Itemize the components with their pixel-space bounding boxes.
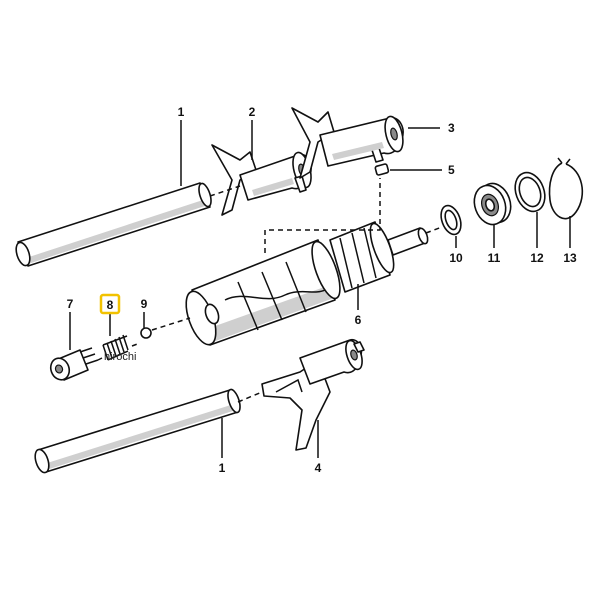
callout-10: 10 [449,251,463,265]
callout-1-upper: 1 [178,105,185,119]
callout-7: 7 [67,297,74,311]
callout-2: 2 [249,105,256,119]
shift-fork-2 [211,144,312,216]
roller-5 [374,163,390,176]
callout-labels: 1 2 3 5 6 7 8 9 10 11 12 13 1 4 [67,105,577,475]
shift-fork-4 [261,338,365,451]
callout-6: 6 [355,313,362,327]
shaft-upper [15,182,212,267]
callout-5: 5 [448,163,455,177]
callout-8: 8 [107,298,114,312]
bolt-7 [49,347,99,381]
shift-drum-6 [185,221,429,346]
callout-12: 12 [530,251,544,265]
leader-lines [69,120,571,458]
callout-3: 3 [448,121,455,135]
callout-4: 4 [315,461,322,475]
watermark-text: hirochi [104,351,136,363]
ball-9 [140,327,152,339]
callout-13: 13 [563,251,577,265]
bearing-11 [473,182,512,226]
callout-11: 11 [488,251,501,265]
shift-fork-3 [291,107,404,179]
callout-9: 9 [141,297,148,311]
spring-8 [102,334,129,361]
guide-lines [97,178,443,403]
callout-1-lower: 1 [219,461,226,475]
highlight-box [99,293,121,315]
ring-12 [514,171,546,213]
snap-ring-13 [548,157,584,220]
circlip-10 [440,204,462,236]
shaft-lower [34,388,241,474]
